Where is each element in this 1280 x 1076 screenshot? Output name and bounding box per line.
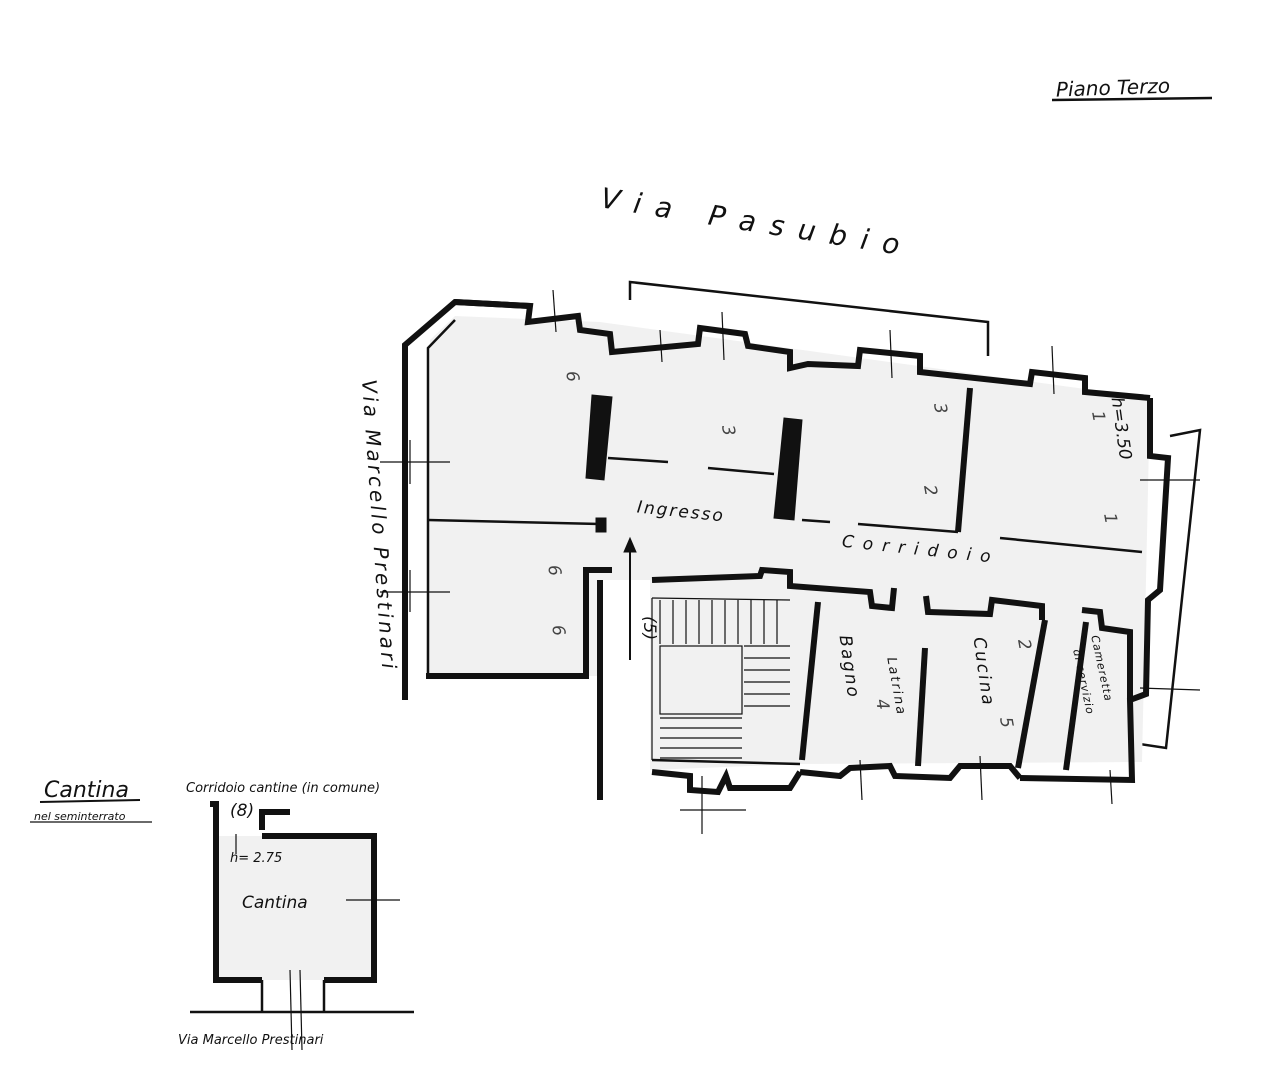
street-label-west: Via Marcello Prestinari — [357, 379, 401, 673]
cellar-street-label: Via Marcello Prestinari — [178, 1033, 324, 1048]
staircase — [651, 597, 791, 760]
entrance-ref: (5) — [639, 616, 659, 640]
window-ticks — [380, 289, 1201, 834]
exterior-walls — [402, 298, 1172, 800]
cellar-plan: Cantina nel seminterrato Corridoio canti… — [30, 778, 414, 1051]
title-underline — [1051, 96, 1213, 102]
cellar-height: h= 2.75 — [230, 851, 282, 866]
interior-walls — [427, 387, 1143, 771]
room-marks: 6 3 3 1 1 2 6 6 5 4 2 — [543, 369, 1121, 729]
room-mark: 4 — [871, 697, 893, 711]
balcony-east — [1139, 428, 1202, 750]
room-mark: 1 — [1087, 409, 1109, 423]
cellar-corridor: Corridoio cantine (in comune) — [186, 781, 380, 796]
room-mark: 2 — [919, 483, 941, 497]
plan-title: Piano Terzo — [1056, 74, 1171, 102]
street-label-north: Via Pasubio — [598, 182, 915, 264]
room-mark: 1 — [1099, 511, 1121, 525]
room-mark: 2 — [1013, 637, 1035, 651]
cellar-subtitle: nel seminterrato — [34, 810, 126, 823]
stair-step — [651, 597, 791, 601]
room-mark: 6 — [543, 563, 565, 577]
cellar-title: Cantina — [44, 778, 129, 803]
balcony-north — [628, 280, 990, 356]
entrance-arrow: (5) — [623, 536, 659, 660]
room-mark: 6 — [547, 623, 569, 637]
cellar-room-label: Cantina — [242, 893, 308, 913]
room-mark: 3 — [717, 423, 739, 437]
cellar-ref: (8) — [230, 801, 254, 821]
room-mark: 6 — [561, 369, 583, 383]
room-mark: 3 — [929, 401, 951, 415]
room-mark: 5 — [995, 715, 1017, 729]
cellar-title-underline — [39, 799, 141, 803]
